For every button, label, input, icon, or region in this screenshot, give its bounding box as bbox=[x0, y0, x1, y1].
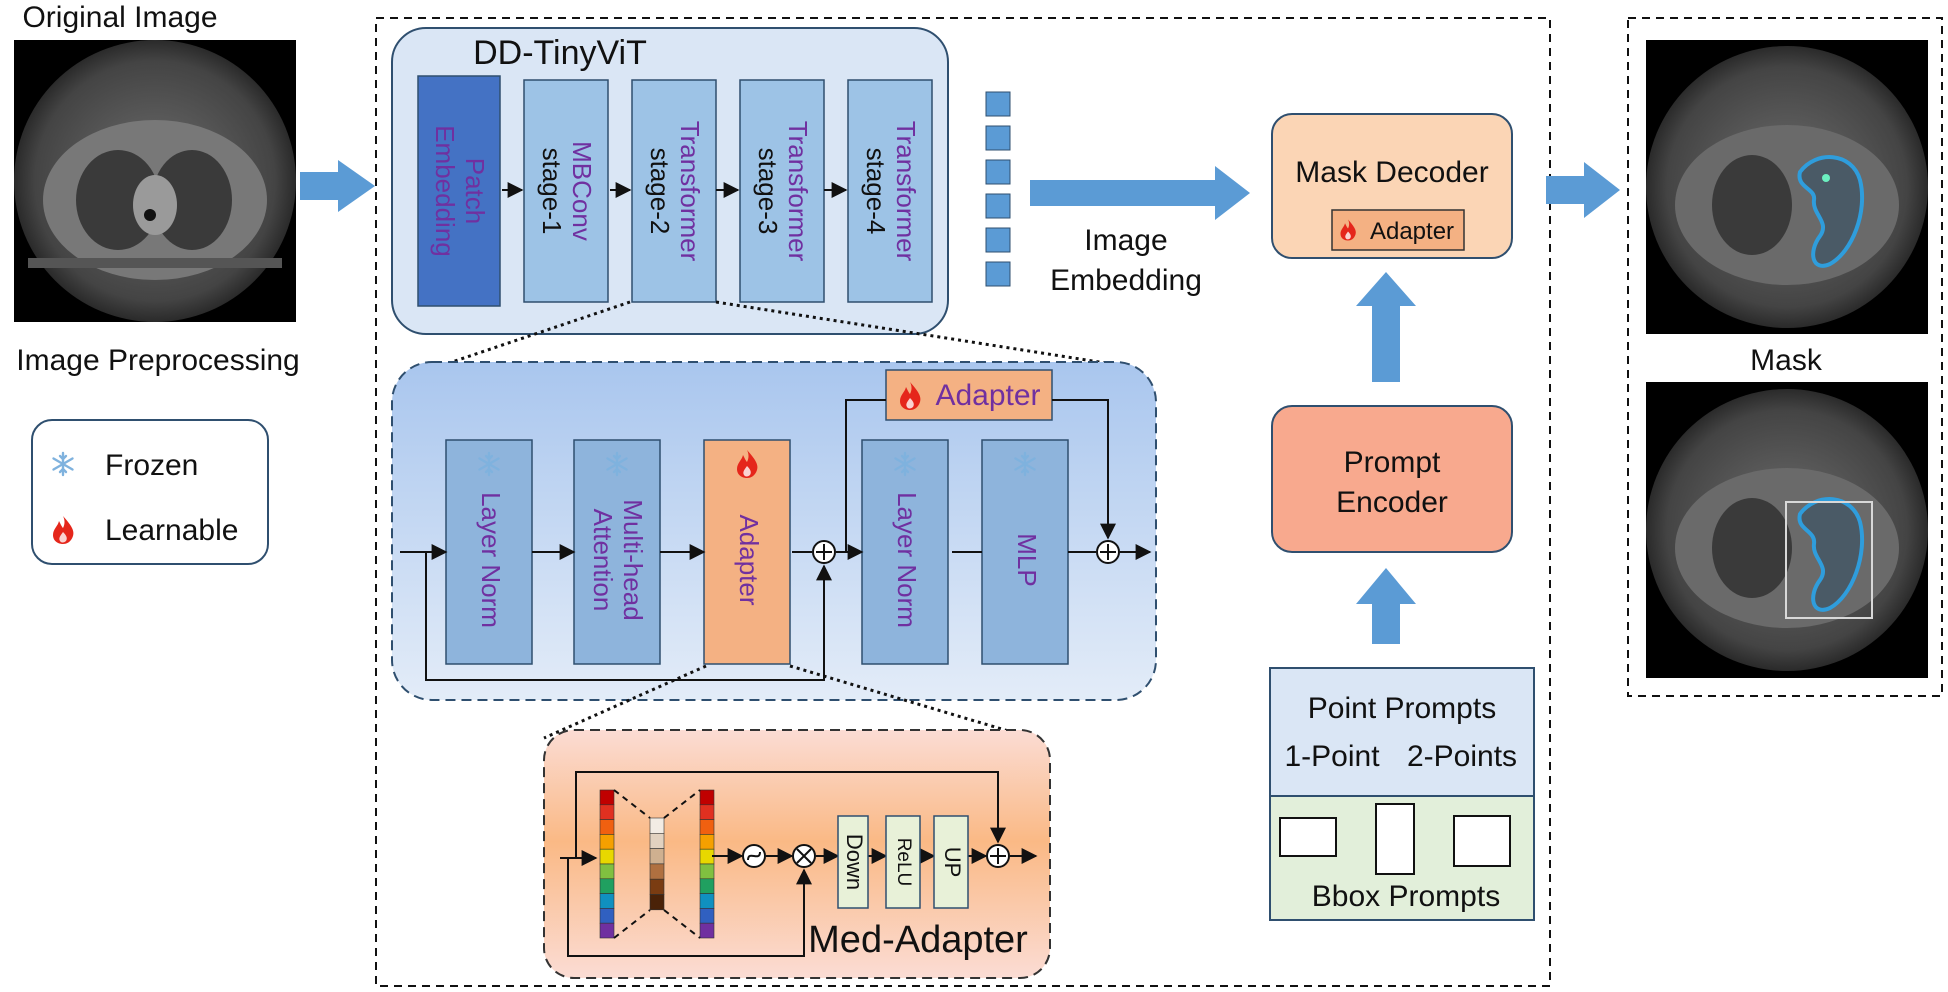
up-label: UP bbox=[940, 847, 965, 878]
image-embedding-label-2: Embedding bbox=[1050, 264, 1202, 297]
point-prompts-label: Point Prompts bbox=[1308, 692, 1496, 725]
squeeze-lines bbox=[613, 789, 701, 939]
one-point-label: 1-Point bbox=[1284, 740, 1380, 773]
prompts-to-encoder-arrow bbox=[1356, 568, 1416, 644]
two-points-label: 2-Points bbox=[1407, 740, 1517, 773]
relu-label: ReLU bbox=[893, 838, 914, 887]
output-arrow bbox=[1546, 162, 1620, 218]
embedding-token bbox=[985, 227, 1011, 253]
med-adapter-layers: Down ReLU UP bbox=[837, 815, 969, 909]
bbox-tall bbox=[1375, 803, 1415, 875]
sub-block-2-line1: Multi-head bbox=[618, 499, 648, 620]
prompt-encoder-box: Prompt Encoder bbox=[1271, 405, 1513, 553]
med-adapter-flow-lines bbox=[560, 771, 1038, 957]
mask-label: Mask bbox=[1750, 344, 1823, 377]
encoder-title: DD-TinyViT bbox=[473, 34, 647, 72]
embedding-arrow bbox=[1030, 166, 1250, 220]
prompt-encoder-label-1: Prompt bbox=[1344, 446, 1441, 479]
prompts-box: Point Prompts 1-Point 2-Points Bbox Prom… bbox=[1269, 667, 1535, 921]
feature-bar-squeezed bbox=[649, 817, 665, 911]
embedding-token bbox=[985, 193, 1011, 219]
stage-4-name: Transformer bbox=[783, 121, 813, 262]
med-adapter-title: Med-Adapter bbox=[808, 919, 1028, 961]
prompt-encoder-label-2: Encoder bbox=[1336, 486, 1448, 519]
embedding-tokens bbox=[985, 91, 1011, 287]
stage-1-sub: Embedding bbox=[430, 125, 460, 257]
bbox-square bbox=[1453, 815, 1511, 867]
transformer-flow-lines bbox=[400, 399, 1152, 681]
decoder-adapter-label: Adapter bbox=[1370, 218, 1454, 245]
image-preprocessing-label: Image Preprocessing bbox=[16, 344, 299, 377]
sub-block-1-label: Layer Norm bbox=[476, 492, 506, 628]
bbox-prompts-label: Bbox Prompts bbox=[1312, 880, 1500, 913]
output-dashed-frame bbox=[1627, 17, 1943, 697]
med-adapter-feature-bars bbox=[599, 789, 715, 939]
mask-image-bbox bbox=[1646, 382, 1928, 678]
feature-bar-input bbox=[599, 789, 615, 939]
image-embedding-label-1: Image bbox=[1084, 224, 1167, 257]
input-arrow bbox=[300, 160, 375, 212]
mask-image-point bbox=[1646, 40, 1928, 334]
mask-decoder-box: Mask Decoder Adapter bbox=[1271, 113, 1513, 259]
stage-2-name: MBConv bbox=[567, 141, 597, 241]
legend-learnable-label: Learnable bbox=[105, 514, 238, 547]
zoom-lines-2 bbox=[543, 664, 1033, 740]
main-dashed-frame bbox=[375, 17, 1551, 987]
top-adapter-label: Adapter bbox=[935, 379, 1040, 412]
embedding-token bbox=[985, 159, 1011, 185]
prompt-to-decoder-arrow bbox=[1356, 272, 1416, 382]
zoom-lines-1 bbox=[451, 300, 1113, 366]
mask-decoder-label: Mask Decoder bbox=[1295, 156, 1488, 189]
sub-block-5-label: MLP bbox=[1012, 533, 1042, 586]
sub-block-4-label: Layer Norm bbox=[892, 492, 922, 628]
stage-3-name: Transformer bbox=[675, 121, 705, 262]
transformer-sub-block-1: Layer Norm bbox=[445, 439, 533, 665]
transformer-sub-block-5: MLP bbox=[981, 439, 1069, 665]
legend-frozen-label: Frozen bbox=[105, 449, 198, 482]
stage-3-sub: stage-2 bbox=[645, 148, 675, 235]
down-label: Down bbox=[842, 834, 867, 890]
transformer-sub-block-3: Adapter bbox=[703, 439, 791, 665]
embedding-token bbox=[985, 91, 1011, 117]
legend: Frozen Learnable bbox=[31, 419, 269, 565]
stage-5-name: Transformer bbox=[891, 121, 921, 262]
stage-2-sub: stage-1 bbox=[537, 148, 567, 235]
top-adapter-box: Adapter bbox=[885, 369, 1053, 421]
sub-block-2-line2: Attention bbox=[588, 509, 618, 612]
original-image-label: Original Image bbox=[22, 1, 217, 34]
embedding-token bbox=[985, 125, 1011, 151]
transformer-sub-block-4: Layer Norm bbox=[861, 439, 949, 665]
stage-4-sub: stage-3 bbox=[753, 148, 783, 235]
stage-1-name: Patch bbox=[460, 158, 490, 225]
stage-5-sub: stage-4 bbox=[861, 148, 891, 235]
bbox-wide bbox=[1279, 817, 1337, 857]
feature-bar-output bbox=[699, 789, 715, 939]
sub-block-3-label: Adapter bbox=[734, 514, 764, 605]
original-ct-image bbox=[14, 40, 296, 322]
embedding-token bbox=[985, 261, 1011, 287]
